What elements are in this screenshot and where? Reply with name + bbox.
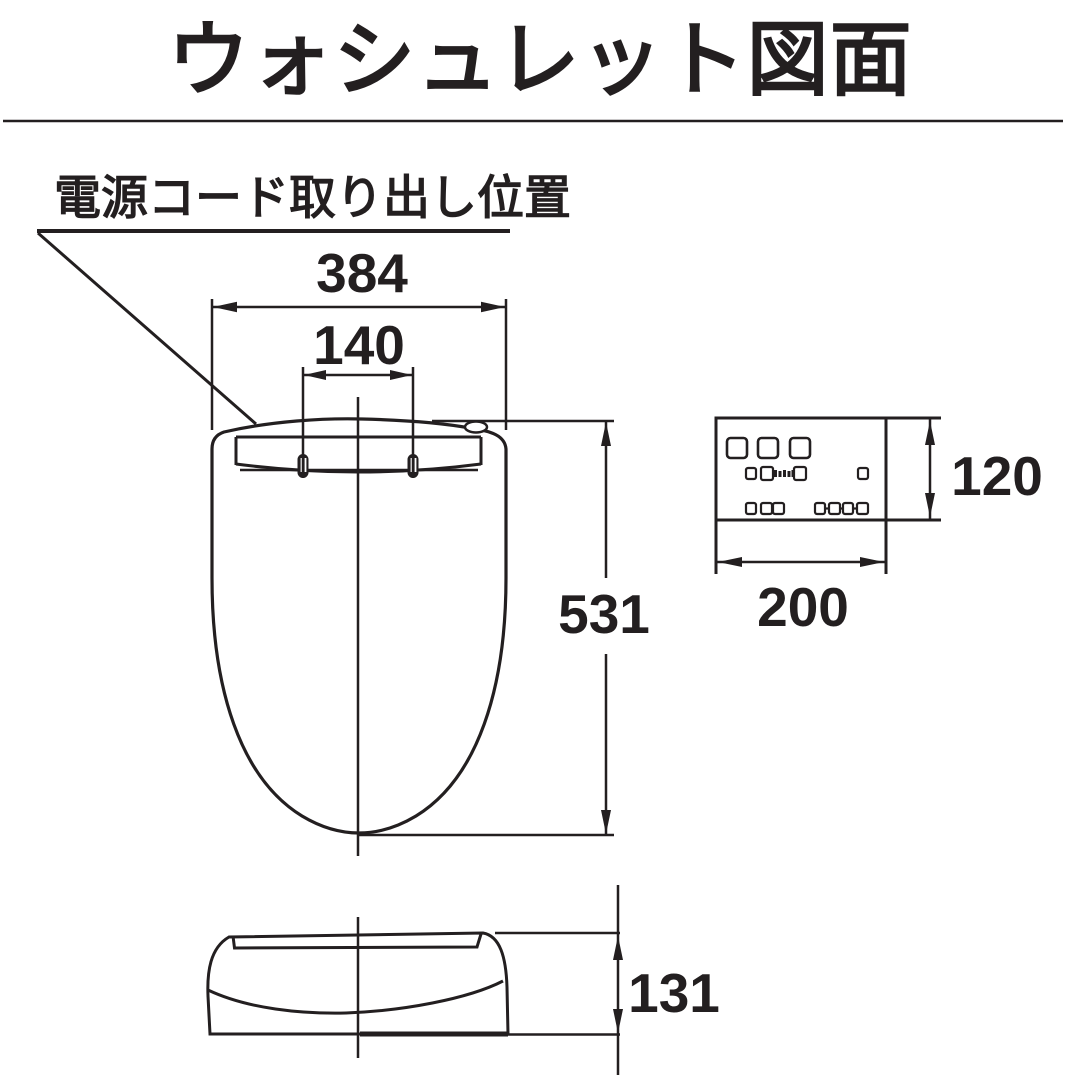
top-view (210, 397, 508, 856)
side-view (206, 917, 510, 1058)
dim-120-value: 120 (951, 445, 1043, 507)
dim-384-value: 384 (316, 242, 408, 304)
remote-button (756, 436, 780, 460)
page-title: ウォシュレット図面 (167, 15, 912, 106)
dim-mount-pitch: 140 (301, 314, 415, 478)
dim-remote-height: 120 (925, 418, 1043, 520)
dim-120-arrow-top (925, 421, 935, 445)
dim-384-arrow-right (481, 301, 505, 313)
remote-control-view (714, 416, 941, 574)
top-view-body-outline (210, 417, 508, 835)
dim-384-arrow-left (213, 301, 237, 313)
dim-140-value: 140 (313, 314, 405, 376)
dim-131-arrow-top (613, 936, 623, 960)
remote-indicator-cluster (774, 470, 794, 477)
remote-button (744, 466, 758, 481)
dim-531-arrow-bottom (601, 810, 611, 834)
dim-200-arrow-right (860, 557, 884, 567)
side-view-seat-contour (207, 979, 504, 1015)
remote-button (725, 436, 749, 460)
remote-button (759, 465, 775, 482)
dim-remote-width: 200 (716, 557, 886, 638)
power-cord-label: 電源コード取り出し位置 (54, 171, 571, 224)
dim-overall-width: 384 (210, 242, 508, 430)
dim-overall-depth: 531 (358, 419, 650, 837)
remote-button (792, 465, 808, 482)
dim-overall-height: 131 (495, 885, 720, 1075)
dim-140-arrow-right (390, 370, 412, 380)
power-cord-callout: 電源コード取り出し位置 (37, 171, 571, 426)
remote-button (788, 436, 812, 460)
dim-531-value: 531 (558, 583, 650, 645)
dim-531-arrow-top (601, 422, 611, 446)
dim-120-arrow-bottom (925, 493, 935, 517)
remote-button (744, 501, 758, 516)
hinge-damper-oval (463, 420, 489, 434)
dim-140-arrow-left (304, 370, 326, 380)
dim-131-value: 131 (628, 962, 720, 1024)
power-cord-leader-line (37, 231, 257, 426)
dim-200-value: 200 (757, 576, 849, 638)
dim-131-arrow-bottom (613, 1009, 623, 1033)
side-view-body-outline (206, 931, 510, 1036)
remote-button (856, 466, 870, 481)
side-view-lid-seam (231, 933, 483, 950)
title-block: ウォシュレット図面 (3, 15, 1063, 123)
dim-200-arrow-left (718, 557, 742, 567)
